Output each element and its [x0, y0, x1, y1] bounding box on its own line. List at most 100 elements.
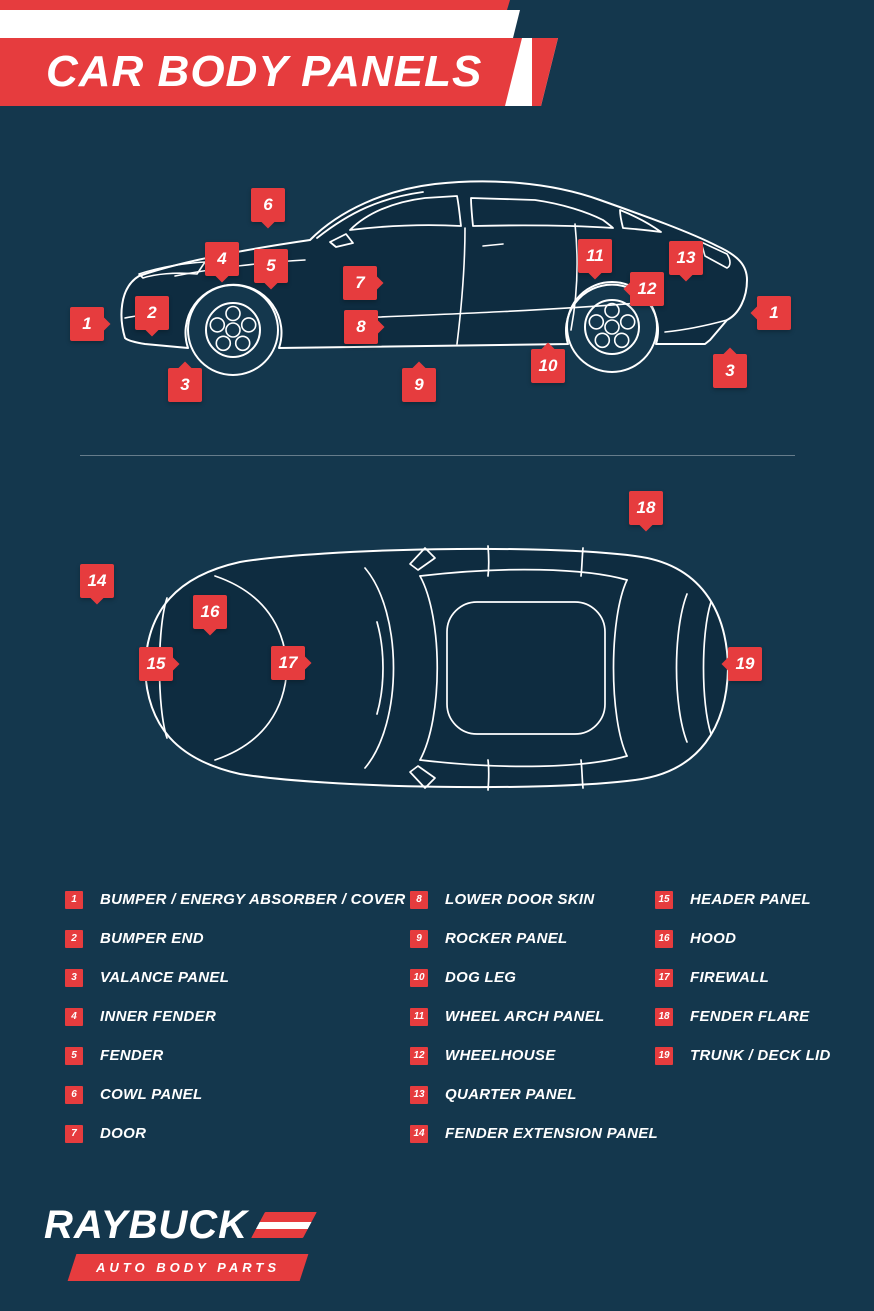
legend-item-number: 12: [410, 1046, 428, 1065]
rear-window-edge: [612, 579, 628, 757]
taillight: [700, 241, 731, 269]
door-handle-front: [482, 243, 504, 247]
legend-item-16: 16 HOOD: [655, 919, 874, 958]
lower-door-crease: [354, 301, 651, 319]
brand-name: RAYBUCK: [44, 1203, 249, 1247]
part-marker-14: 14: [80, 564, 114, 598]
legend-item-number: 2: [65, 929, 83, 948]
part-marker-15: 15: [139, 647, 173, 681]
wiper-line: [376, 621, 384, 715]
part-marker-10: 10: [531, 349, 565, 383]
part-marker-number: 6: [263, 195, 273, 214]
legend-item-18: 18 FENDER FLARE: [655, 997, 874, 1036]
door-seam-bottom-1: [487, 759, 490, 791]
legend-item-5: 5 FENDER: [65, 1036, 410, 1075]
legend-item-10: 10 DOG LEG: [410, 958, 655, 997]
legend-item-label: ROCKER PANEL: [445, 930, 568, 947]
part-marker-number: 10: [538, 356, 558, 375]
legend-item-label: BUMPER / ENERGY ABSORBER / COVER: [100, 891, 406, 908]
banner-slash-shape: [532, 38, 558, 106]
rear-bumper-seam: [702, 601, 712, 735]
rear-wheel: [566, 281, 658, 373]
legend-item-label: DOG LEG: [445, 969, 517, 986]
windshield-front-edge: [364, 567, 395, 769]
legend-item-label: QUARTER PANEL: [445, 1086, 577, 1103]
legend-item-number: 3: [65, 968, 83, 987]
door-seam-top-2: [580, 547, 584, 577]
legend-item-label: FENDER FLARE: [690, 1008, 810, 1025]
legend-item-label: COWL PANEL: [100, 1086, 203, 1103]
car-top-view-illustration: [144, 545, 729, 791]
part-marker-number: 13: [676, 248, 696, 267]
part-marker-5: 5: [254, 249, 288, 283]
part-marker-3: 3: [168, 368, 202, 402]
trunk-seam: [675, 593, 688, 743]
roof-front-edge: [419, 575, 439, 761]
door-seam-front: [456, 227, 466, 345]
headlight: [138, 261, 206, 279]
brand-flag-icon: [251, 1212, 317, 1238]
part-marker-number: 17: [278, 653, 298, 672]
door-seam-rear: [570, 223, 578, 331]
greenhouse-top-edge: [419, 568, 628, 581]
part-marker-9: 9: [402, 368, 436, 402]
legend-item-number: 5: [65, 1046, 83, 1065]
part-marker-17: 17: [271, 646, 305, 680]
legend-item-number: 14: [410, 1124, 428, 1143]
part-marker-8: 8: [344, 310, 378, 344]
legend-item-number: 6: [65, 1085, 83, 1104]
part-marker-number: 12: [637, 279, 657, 298]
part-marker-3: 3: [713, 354, 747, 388]
mirror-top: [409, 547, 436, 571]
part-marker-number: 19: [735, 654, 755, 673]
part-marker-2: 2: [135, 296, 169, 330]
mirror-bottom: [409, 765, 436, 789]
part-marker-number: 5: [266, 256, 276, 275]
part-marker-number: 15: [146, 654, 166, 673]
legend-item-label: WHEELHOUSE: [445, 1047, 556, 1064]
part-marker-1: 1: [70, 307, 104, 341]
legend-item-12: 12 WHEELHOUSE: [410, 1036, 655, 1075]
brand-footer: RAYBUCK AUTO BODY PARTS: [44, 1203, 317, 1281]
legend-item-number: 7: [65, 1124, 83, 1143]
legend-item-label: FENDER: [100, 1047, 164, 1064]
quarter-window: [619, 209, 662, 233]
rear-bumper-line: [664, 319, 728, 333]
legend-item-6: 6 COWL PANEL: [65, 1075, 410, 1114]
part-marker-number: 9: [414, 375, 424, 394]
legend-item-number: 10: [410, 968, 428, 987]
legend-item-number: 13: [410, 1085, 428, 1104]
part-marker-number: 16: [200, 602, 220, 621]
legend-item-number: 11: [410, 1007, 428, 1026]
section-divider: [80, 455, 795, 456]
part-marker-number: 11: [586, 246, 604, 265]
title-banner: CAR BODY PANELS: [0, 38, 522, 106]
door-seam-bottom-2: [580, 759, 584, 789]
front-side-window: [349, 195, 462, 231]
legend-item-number: 16: [655, 929, 673, 948]
legend-item-number: 1: [65, 890, 83, 909]
legend-item-label: TRUNK / DECK LID: [690, 1047, 831, 1064]
legend-item-label: HOOD: [690, 930, 737, 947]
legend-item-number: 9: [410, 929, 428, 948]
top-white-band: [0, 10, 520, 38]
legend-item-label: FIREWALL: [690, 969, 770, 986]
part-marker-number: 8: [356, 317, 366, 336]
legend-item-label: FENDER EXTENSION PANEL: [445, 1125, 659, 1142]
part-marker-6: 6: [251, 188, 285, 222]
part-marker-11: 11: [578, 239, 612, 273]
part-marker-13: 13: [669, 241, 703, 275]
part-marker-7: 7: [343, 266, 377, 300]
legend-item-number: 18: [655, 1007, 673, 1026]
legend-item-9: 9 ROCKER PANEL: [410, 919, 655, 958]
legend-item-label: VALANCE PANEL: [100, 969, 230, 986]
part-marker-number: 3: [180, 375, 190, 394]
